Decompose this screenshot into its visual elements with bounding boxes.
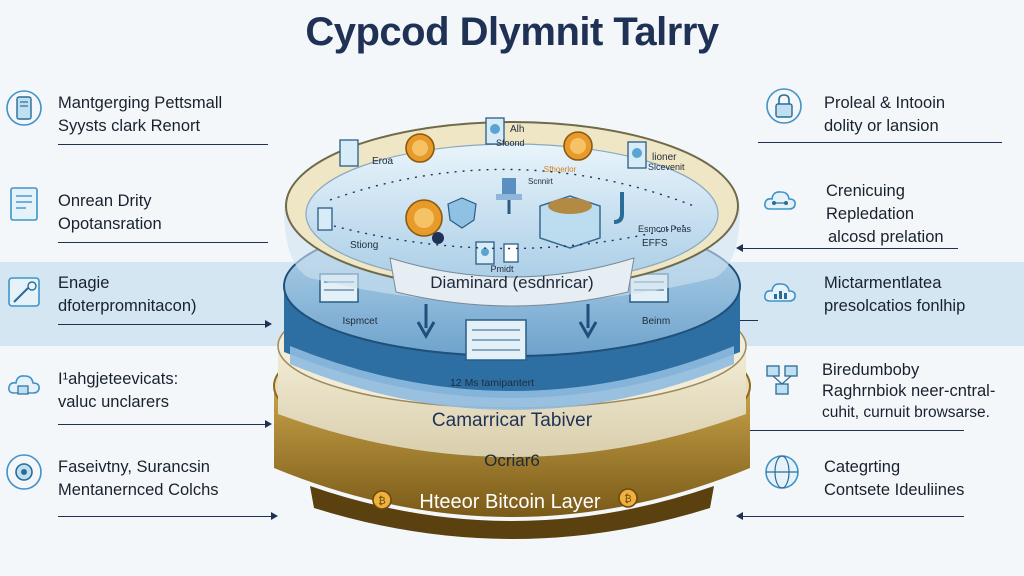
left-item-3-line-2: dfoterpromnitacon) [58, 297, 197, 315]
top-label-alh: Alh [510, 124, 524, 135]
svg-text:₿: ₿ [624, 493, 631, 505]
top-label-stiong: Stiong [350, 240, 378, 251]
lock-icon [766, 88, 802, 124]
right-item-3-line-2: presolcatios fonlhip [824, 297, 966, 315]
document-icon [10, 187, 38, 221]
base-coin-left: ₿ [372, 490, 392, 510]
gear-icon [6, 454, 42, 490]
coin-icon-1 [405, 133, 435, 163]
top-label-lioner: lioner [652, 152, 677, 163]
device-icon-4 [317, 207, 333, 231]
middle-banner: Camarricar Tabiver [432, 410, 593, 431]
top-label-eroa: Eroa [372, 156, 394, 167]
right-item-4-line-1: Biredumboby [822, 361, 920, 379]
device-icon-5 [475, 241, 495, 265]
right-item-2-line-2: Repledation [826, 205, 915, 223]
top-label-sfhoerlor: Sfhoerlor [544, 165, 577, 174]
top-banner: Diaminard (esdnricar) [430, 273, 593, 292]
down-arrow-right [578, 304, 598, 340]
left-item-1-line-1: Mantgerging Pettsmall [58, 94, 223, 112]
right-item-3-rule [738, 320, 758, 321]
top-label-scnnirt: Scnnirt [528, 177, 554, 186]
shield-icon [447, 197, 477, 229]
left-item-1-rule [58, 144, 268, 145]
right-item-3-line-1: Mictarmentlatea [824, 274, 942, 292]
top-label-slcevenit: Slcevenit [648, 162, 685, 172]
cloud-icon [8, 375, 40, 395]
hook-icon [613, 192, 624, 224]
coin-icon-3 [405, 199, 443, 237]
tools-icon [8, 277, 40, 307]
mobile-icon [6, 90, 42, 126]
right-item-4-line-2: Raghrnbiok neer-cntral- [822, 382, 996, 400]
left-item-2-line-2: Opotansration [58, 215, 162, 233]
middle-label-right: Beinm [642, 316, 670, 327]
right-item-2-line-1: Crenicuing [826, 182, 905, 200]
left-item-3-line-1: Enagie [58, 274, 110, 292]
layer-stack: ₿ ₿ Hteeor Bitcoin Layer Ocriar6 Camarri… [273, 117, 751, 539]
lower-label: Ocriar6 [484, 451, 540, 470]
left-item-4-line-1: I¹ahgjeteevicats: [58, 370, 179, 388]
svg-text:₿: ₿ [378, 495, 385, 507]
down-arrow-left [416, 304, 436, 340]
orbit-arrows [329, 168, 695, 250]
top-label-pmidt: Pmidt [490, 264, 514, 274]
right-item-5-line-2: Contsete Ideuliines [824, 481, 965, 499]
device-icon-3 [627, 141, 647, 169]
left-item-5-line-2: Mentanernced Colchs [58, 481, 219, 499]
right-item-1-line-2: dolity or lansion [824, 117, 939, 135]
gear-small-icon [432, 232, 444, 244]
right-item-1-line-1: Proleal & Intooin [824, 94, 946, 112]
left-item-2-line-1: Onrean Drity [58, 192, 152, 210]
left-item-4-line-2: valuc unclarers [58, 393, 169, 411]
left-item-4-arrow [58, 420, 272, 428]
left-item-5-line-1: Faseivtny, Surancsin [58, 458, 210, 476]
middle-label-center: 12 Ms tamipantert [450, 377, 534, 389]
device-icon-2 [485, 117, 505, 145]
middle-server-center [465, 319, 527, 361]
top-label-effs: EFFS [642, 238, 668, 249]
cube-icon [539, 195, 601, 249]
left-item-2-rule [58, 242, 268, 243]
globe-icon [765, 455, 799, 489]
base-coin-right: ₿ [618, 488, 638, 508]
right-item-4-arrow [736, 426, 964, 434]
left-item-5-arrow [58, 512, 278, 520]
coin-icon-2 [563, 131, 593, 161]
top-label-esmcot: Esmcot Peas [638, 224, 692, 234]
device-icon-6 [503, 243, 519, 263]
right-item-2-arrow [736, 244, 958, 252]
server-rack-icon [496, 178, 522, 214]
device-icon-1 [339, 139, 359, 167]
cloud-network-icon [764, 191, 796, 210]
page-title: Cypcod Dlymnit Talrry [305, 10, 719, 54]
right-item-2-line-3: alcosd prelation [828, 228, 944, 246]
right-item-4-line-3: cuhit, curnuit browsarse. [822, 404, 990, 421]
left-item-3-arrow [58, 320, 272, 328]
network-icon [766, 365, 798, 395]
top-banner-box [389, 257, 635, 307]
middle-label-left: Ispmcet [342, 316, 377, 327]
right-item-1-rule [758, 142, 1002, 143]
right-item-5-arrow [736, 512, 964, 520]
base-banner: Hteeor Bitcoin Layer [419, 491, 601, 513]
cloud-chart-icon [764, 283, 796, 302]
right-item-5-line-1: Categrting [824, 458, 901, 476]
top-label-sfoond: Sfoond [496, 138, 525, 148]
left-item-1-line-2: Syysts clark Renort [58, 117, 201, 135]
